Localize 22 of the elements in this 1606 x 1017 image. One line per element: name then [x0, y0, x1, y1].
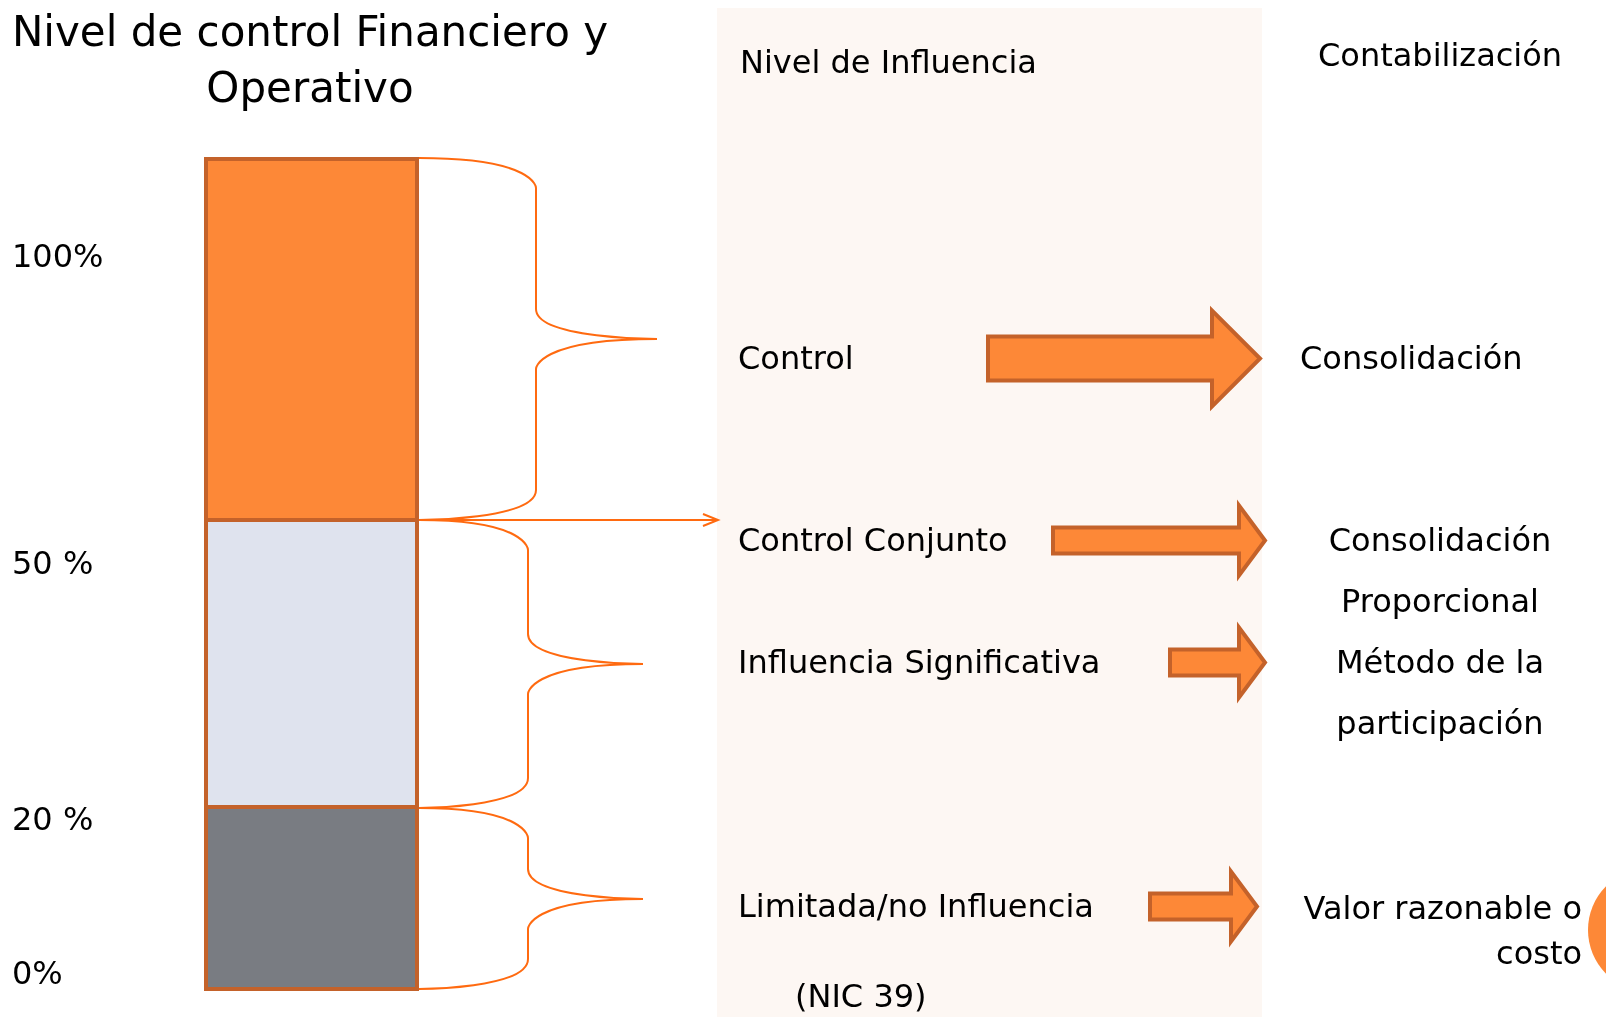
- column-heading: Contabilización: [1318, 35, 1563, 75]
- level-text: Control Conjunto: [738, 510, 1013, 571]
- note-text: (NIC 39): [795, 976, 927, 1016]
- title: Nivel de control Financiero y Operativo: [10, 6, 610, 114]
- level-text: Consolidación Proporcional: [1290, 510, 1590, 632]
- percent-label: 50 %: [12, 543, 94, 583]
- block-arrow: [986, 305, 1263, 412]
- percent-label: 100%: [12, 236, 104, 276]
- percent-label: 0%: [12, 953, 63, 993]
- percent-label: 20 %: [12, 799, 94, 839]
- column-heading: Nivel de Influencia: [740, 42, 1037, 82]
- block-arrow: [1051, 499, 1268, 582]
- block-arrow: [1148, 865, 1260, 948]
- level-text: Consolidación: [1300, 328, 1560, 389]
- level-text: Valor razonable o costo: [1282, 886, 1582, 976]
- arrow: [418, 513, 719, 527]
- level-text: Influencia Significativa: [738, 632, 1130, 693]
- level-text: Limitada/no Influencia: [738, 876, 1110, 937]
- level-text: Control: [738, 328, 938, 389]
- column-band: [717, 8, 1262, 1017]
- block-arrow: [1168, 621, 1268, 704]
- level-text: Método de la participación: [1290, 632, 1590, 754]
